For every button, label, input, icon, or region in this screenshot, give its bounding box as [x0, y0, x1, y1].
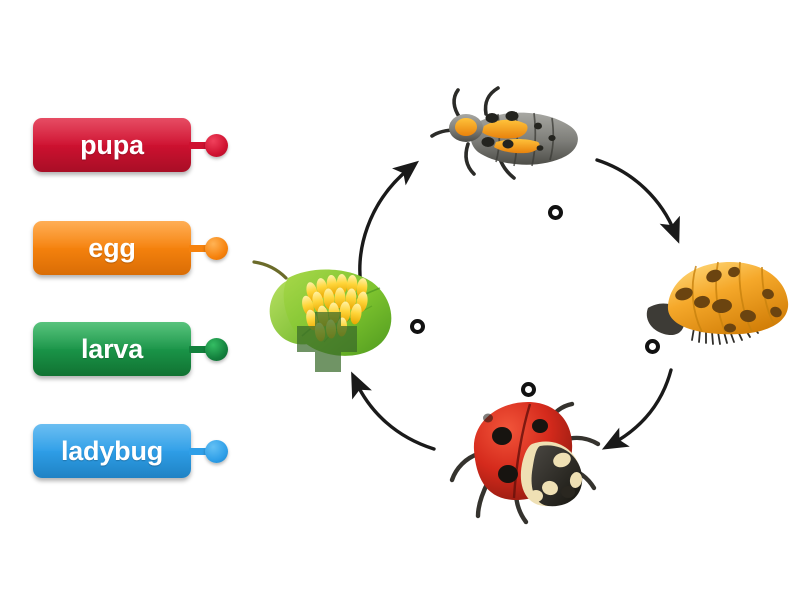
label-text-egg: egg — [88, 232, 136, 263]
chip-connector-egg — [189, 245, 215, 252]
label-chip-larva[interactable]: larva — [33, 322, 228, 376]
larva-image — [430, 86, 578, 180]
chip-handle-pupa[interactable] — [205, 134, 228, 157]
chip-background-egg — [33, 221, 191, 275]
label-text-ladybug: ladybug — [60, 435, 164, 466]
label-chip-egg[interactable]: egg — [33, 221, 228, 275]
arrow-pupa-to-ladybug — [601, 368, 673, 450]
label-chip-pupa[interactable]: pupa — [33, 118, 228, 172]
drop-target-egg[interactable] — [410, 319, 425, 334]
label-chip-ladybug[interactable]: ladybug — [33, 424, 228, 478]
chip-connector-ladybug — [189, 448, 215, 455]
eggs-on-leaf-image — [252, 260, 392, 372]
label-text-pupa: pupa — [80, 129, 144, 160]
label-text-larva: larva — [80, 333, 144, 364]
drop-target-ladybug[interactable] — [521, 382, 536, 397]
arrow-larva-to-pupa — [595, 158, 680, 244]
chip-background-pupa — [33, 118, 191, 172]
chip-handle-egg[interactable] — [205, 237, 228, 260]
arrow-ladybug-to-egg — [351, 371, 436, 451]
adult-ladybug-image — [449, 401, 601, 525]
chip-background-ladybug — [33, 424, 191, 478]
drop-target-larva[interactable] — [548, 205, 563, 220]
chip-connector-pupa — [189, 142, 215, 149]
chip-handle-larva[interactable] — [205, 338, 228, 361]
pupa-image — [646, 261, 789, 345]
chip-handle-ladybug[interactable] — [205, 440, 228, 463]
chip-connector-larva — [189, 346, 215, 353]
drop-target-pupa[interactable] — [645, 339, 660, 354]
chip-background-larva — [33, 322, 191, 376]
